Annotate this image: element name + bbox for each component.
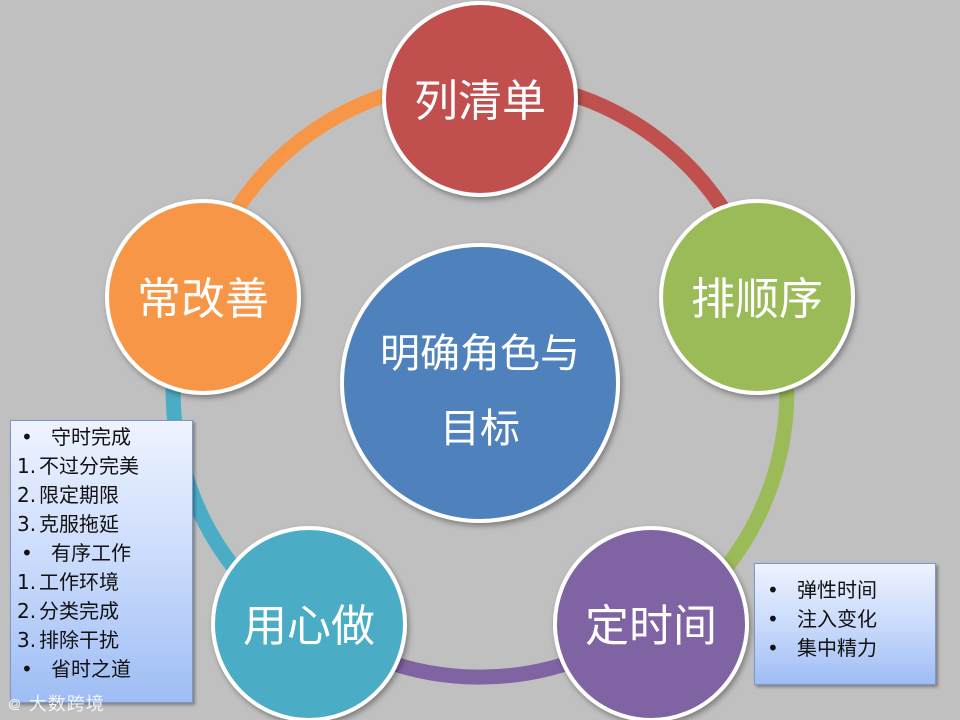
left-note-item: • 省时之道 [17,655,192,684]
left-note-marker: 3. [17,628,37,652]
left-note-marker: 1. [17,570,37,594]
node-order: 排顺序 [659,199,855,395]
right-note-marker: • [767,607,779,631]
left-note-marker: • [21,425,33,449]
node-label-order: 排顺序 [691,274,823,325]
left-note-text: 省时之道 [51,657,131,681]
left-note-item: 2.分类完成 [17,597,192,626]
left-note-text: 不过分完美 [39,454,139,478]
left-note-item: 1.工作环境 [17,568,192,597]
left-note-text: 排除干扰 [39,628,119,652]
watermark-text: 大数跨境 [28,694,105,715]
left-note-marker: • [21,657,33,681]
left-note-marker: 3. [17,512,37,536]
right-note-marker: • [767,578,779,602]
left-note-item: 3.克服拖延 [17,510,192,539]
node-time: 定时间 [553,526,749,720]
node-label-time: 定时间 [585,601,717,652]
node-label-do: 用心做 [243,601,375,652]
right-note-item: • 弹性时间 [763,576,935,605]
watermark: ᪤ 大数跨境 [8,690,105,720]
left-note-item: • 守时完成 [17,423,192,452]
right-note-text: 弹性时间 [797,578,877,602]
left-note-marker: • [21,541,33,565]
node-label-list: 列清单 [414,76,546,127]
node-label-improve: 常改善 [137,274,269,325]
center-label-line2: 目标 [440,406,520,452]
right-note-item: • 集中精力 [763,634,935,663]
left-note-item: 2.限定期限 [17,481,192,510]
left-note-item: 3.排除干扰 [17,626,192,655]
right-note-text: 注入变化 [797,607,877,631]
left-note-marker: 1. [17,454,37,478]
left-note-text: 限定期限 [39,483,119,507]
right-notes-box: • 弹性时间 • 注入变化 • 集中精力 [754,563,936,685]
left-note-marker: 2. [17,599,37,623]
left-note-text: 工作环境 [39,570,119,594]
watermark-icon: ᪤ [8,694,23,715]
center-node: 明确角色与 目标 [340,243,620,523]
node-do: 用心做 [211,526,407,720]
left-note-marker: 2. [17,483,37,507]
left-note-text: 克服拖延 [39,512,119,536]
left-note-text: 守时完成 [51,425,131,449]
right-note-marker: • [767,636,779,660]
left-note-text: 有序工作 [51,541,131,565]
center-label-line1: 明确角色与 [380,331,580,377]
right-note-item: • 注入变化 [763,605,935,634]
arc-time-to-do [367,648,593,685]
left-note-item: • 有序工作 [17,539,192,568]
left-note-item: 1.不过分完美 [17,452,192,481]
left-note-text: 分类完成 [39,599,119,623]
right-note-text: 集中精力 [797,636,877,660]
node-improve: 常改善 [105,199,301,395]
node-list: 列清单 [382,1,578,197]
